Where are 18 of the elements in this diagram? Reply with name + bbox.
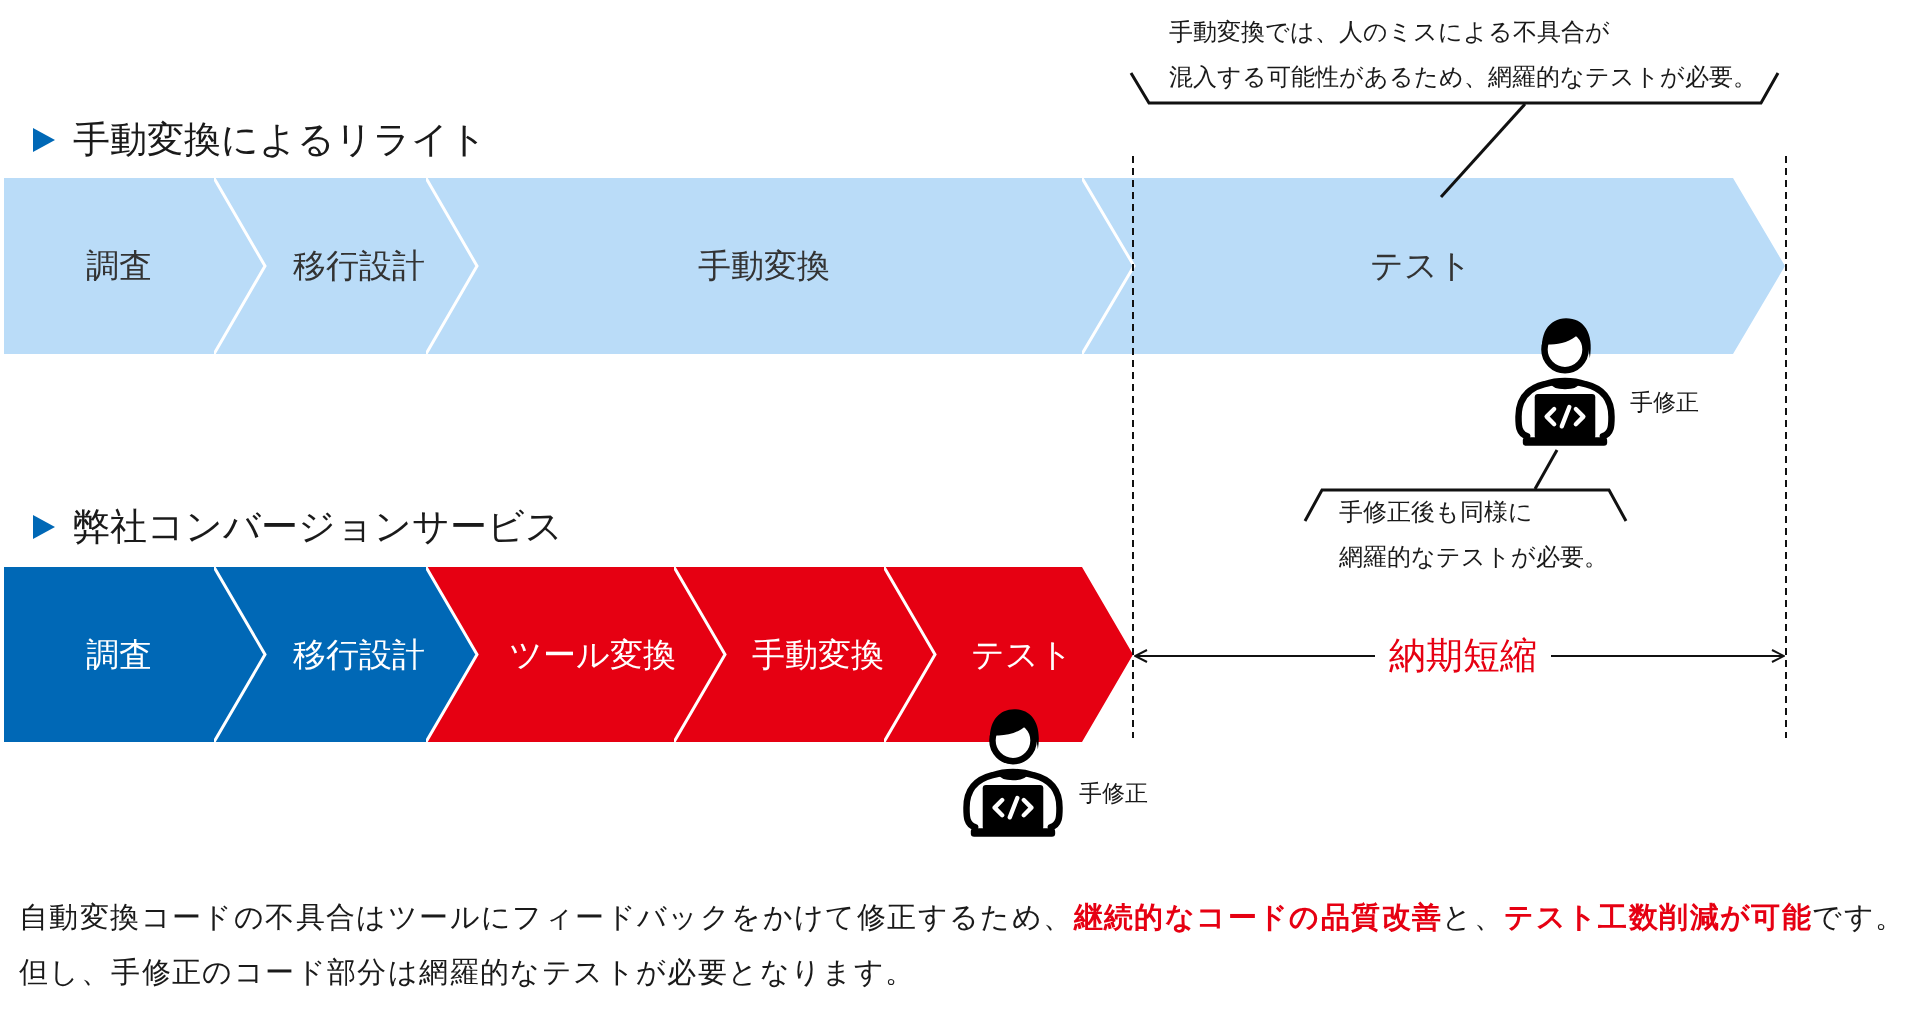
person-laptop-icon xyxy=(962,706,1064,839)
process-step: 移行設計 xyxy=(214,567,477,742)
process-step: 手動変換 xyxy=(674,567,935,742)
bracket-callout: 手修正後も同様に網羅的なテストが必要。 xyxy=(1302,488,1629,574)
note-text: 但し、手修正のコード部分は網羅的なテストが必要となります。 xyxy=(19,954,916,992)
section-heading: 弊社コンバージョンサービス xyxy=(73,504,563,550)
process-step: テスト xyxy=(884,567,1133,742)
icon-caption: 手修正 xyxy=(1630,389,1699,417)
section-heading: 手動変換によるリライト xyxy=(73,117,487,163)
process-step: テスト xyxy=(1082,178,1785,354)
leader-line xyxy=(1533,449,1559,490)
leader-line xyxy=(1439,103,1527,198)
note-text: 自動変換コードの不具合はツールにフィードバックをかけて修正するため、継続的なコードの品質改善と、テスト工数削減が可能です。 xyxy=(19,899,1906,937)
icon-caption: 手修正 xyxy=(1079,780,1148,808)
process-step: 移行設計 xyxy=(214,178,477,354)
bracket-callout: 手動変換では、人のミスによる不具合が混入する可能性があるため、網羅的なテストが必要。 xyxy=(1128,8,1781,106)
person-laptop-icon xyxy=(1514,315,1616,448)
process-step: ツール変換 xyxy=(426,567,725,742)
